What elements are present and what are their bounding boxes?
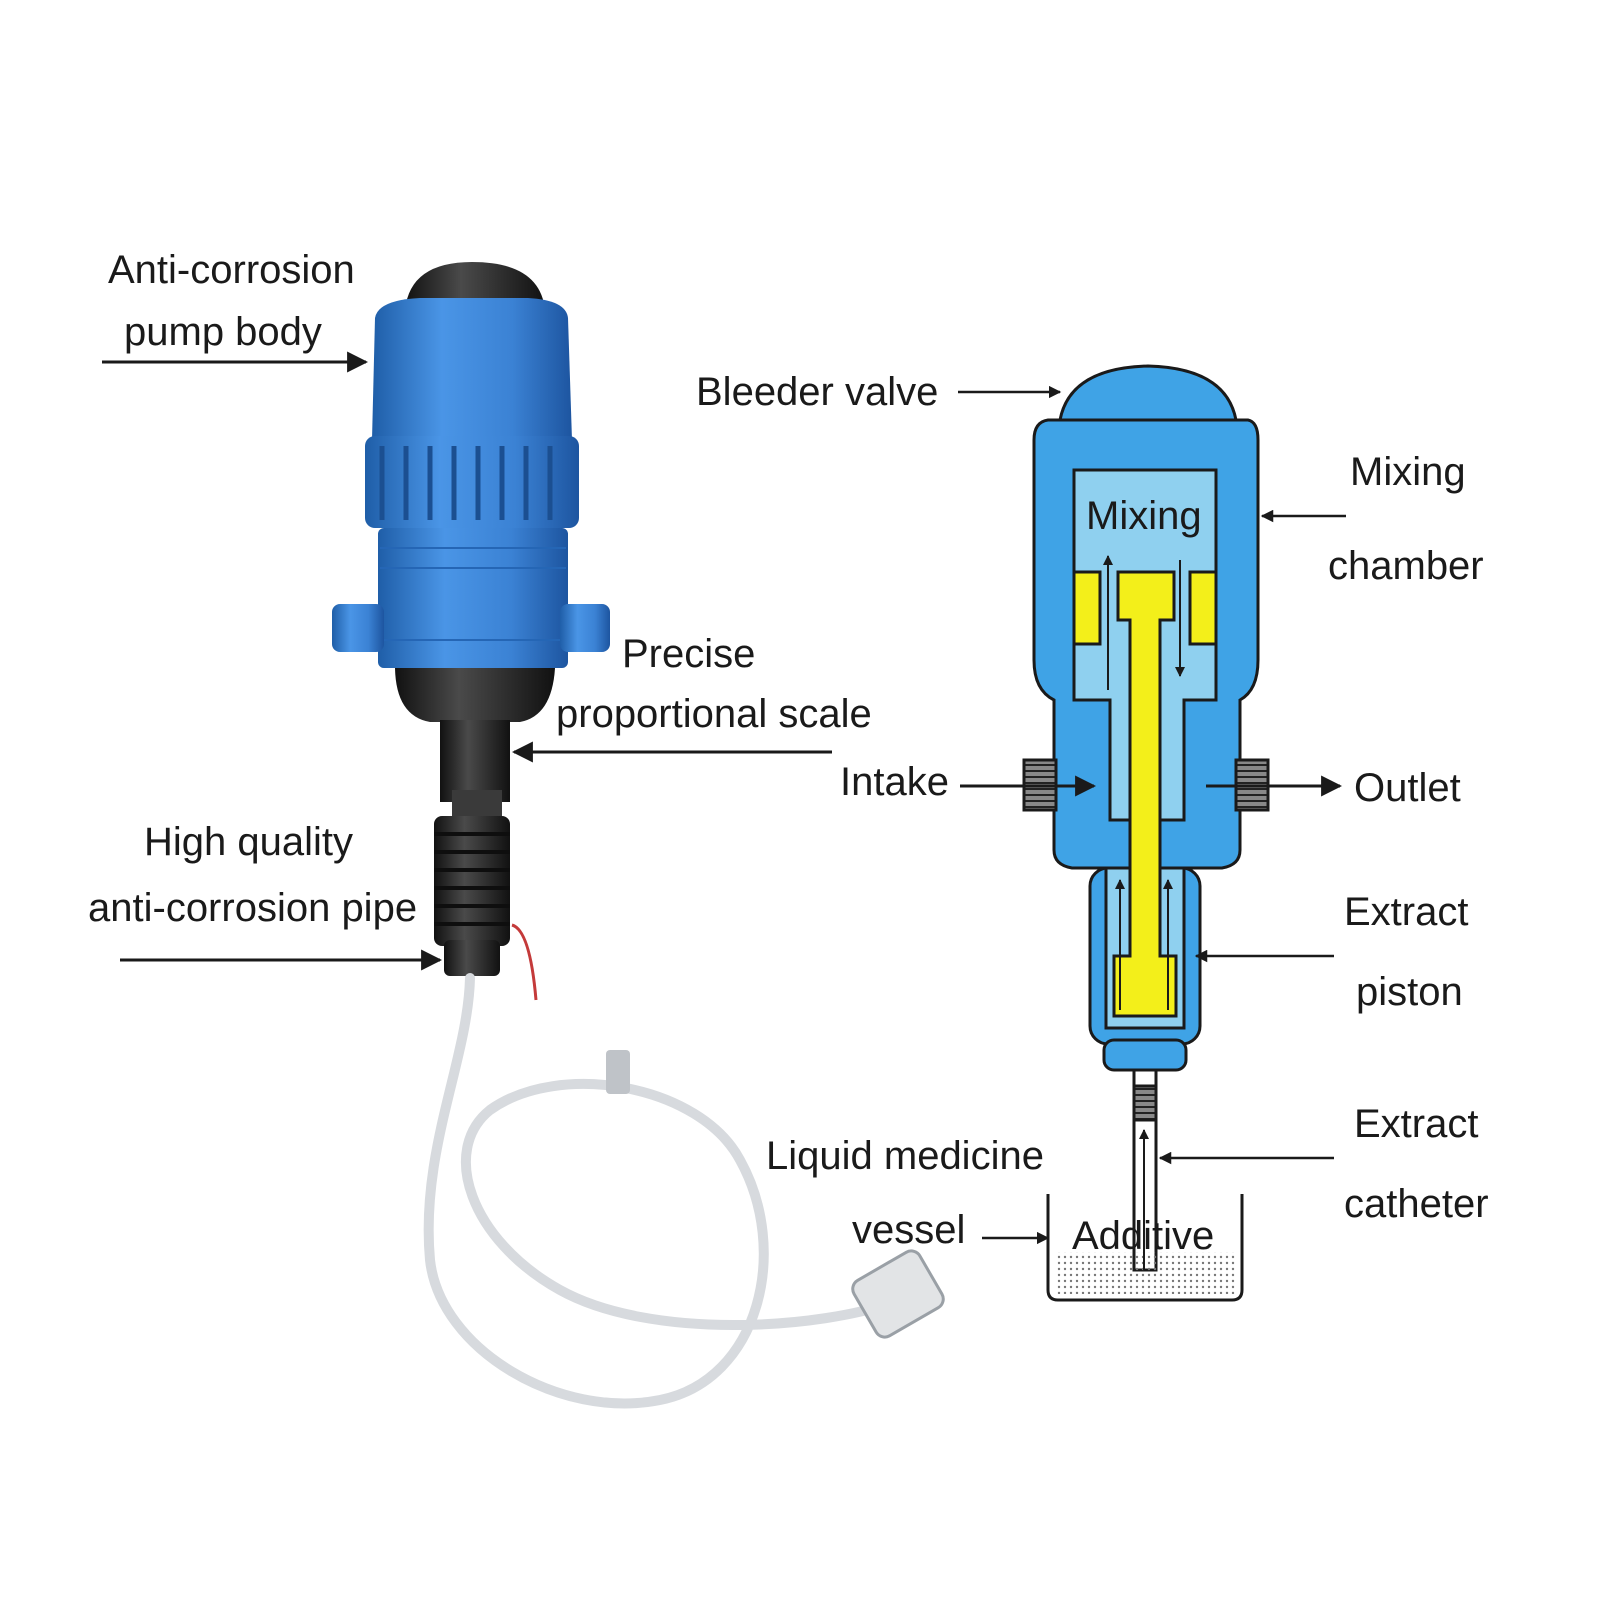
pump-bellows-rings: [434, 832, 510, 926]
piston-seal-left: [1072, 570, 1102, 646]
dosing-pump-product: [332, 262, 945, 1409]
tube-weight-clip: [606, 1050, 630, 1094]
tube-filter: [851, 1249, 945, 1339]
bleeder-dome: [1058, 364, 1238, 422]
product-arrows: [102, 351, 832, 971]
pump-inlet-port: [332, 604, 384, 652]
pump-red-tag: [511, 923, 538, 1001]
pump-lower-bowl: [395, 668, 555, 722]
additive-label: Additive: [1072, 1214, 1215, 1258]
catheter-valve: [1132, 1084, 1158, 1122]
vessel-label-line1: Liquid medicine: [766, 1134, 1044, 1178]
housing-base: [1102, 1038, 1188, 1072]
mixing-inner-label: Mixing: [1086, 494, 1202, 538]
pump-scale-stem: [440, 720, 510, 802]
pump-stem-collar: [452, 790, 502, 816]
extract-catheter-label-line2: catheter: [1344, 1182, 1489, 1226]
pump-upper-body: [372, 298, 572, 440]
pump-body-label-line2: pump body: [124, 310, 322, 354]
diagram-arrows: [958, 385, 1346, 1245]
bleeder-valve-label: Bleeder valve: [696, 370, 939, 414]
pump-ribbed-band: [365, 436, 579, 528]
additive-liquid: [1056, 1252, 1236, 1294]
outlet-label: Outlet: [1354, 766, 1461, 810]
flow-arrows: [1103, 555, 1185, 1270]
extract-piston-rod: [1112, 570, 1178, 1018]
pump-ribs: [379, 446, 553, 520]
pipe-label-line1: High quality: [144, 820, 354, 864]
pump-outlet-port: [560, 604, 610, 652]
scale-label-line1: Precise: [622, 632, 756, 676]
clear-suction-tube: [423, 973, 905, 1409]
intake-label: Intake: [840, 760, 949, 804]
pump-pipe-nut: [444, 940, 500, 976]
mixing-chamber-label-line1: Mixing: [1350, 450, 1466, 494]
pump-lower-body: [378, 528, 568, 668]
vessel-label-line2: vessel: [852, 1208, 966, 1252]
extract-catheter-label-line1: Extract: [1354, 1102, 1479, 1146]
scale-label-line2: proportional scale: [556, 692, 872, 736]
pump-body-label-line1: Anti-corrosion: [108, 248, 355, 292]
mixing-chamber-label-line2: chamber: [1328, 544, 1484, 588]
pump-lower-lines: [380, 547, 566, 641]
liquid-vessel: [1046, 1194, 1244, 1302]
pump-bellows-pipe: [434, 816, 510, 946]
extract-piston-label-line1: Extract: [1344, 890, 1469, 934]
pipe-label-line2: anti-corrosion pipe: [88, 886, 418, 930]
piston-seal-right: [1188, 570, 1218, 646]
extract-piston-label-line2: piston: [1356, 970, 1463, 1014]
